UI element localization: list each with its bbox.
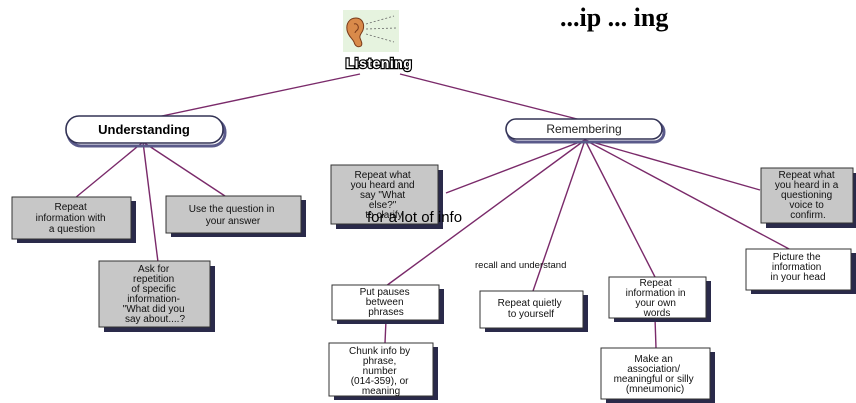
node-line: phrases xyxy=(368,307,404,318)
node-line: between xyxy=(366,297,404,308)
node-line: information with xyxy=(36,213,106,224)
node-line: information- xyxy=(127,294,180,305)
edge-label-recall: recall and understand xyxy=(475,260,566,271)
ear-icon xyxy=(343,10,399,52)
node-line: of specific xyxy=(131,284,175,295)
svg-text:Use the question in yo: Use the question in your answer xyxy=(189,204,277,227)
svg-text:Make an association/: Make an association/ meaningful or silly… xyxy=(614,354,697,395)
node-line: Repeat what xyxy=(355,170,411,181)
node-repeat-clarify: Repeat what you heard and say "What else… xyxy=(330,164,443,229)
node-line: you heard in a xyxy=(775,180,839,191)
node-line: your answer xyxy=(206,216,261,227)
svg-text:Repeat what you heard: Repeat what you heard in a questioning v… xyxy=(775,170,841,221)
node-line: confirm. xyxy=(790,210,826,221)
page-title: ...ip ... ing xyxy=(560,3,668,32)
node-repeat-with-question: Repeat information with a question xyxy=(11,196,136,243)
understanding-label: Understanding xyxy=(98,122,190,137)
node-line: number xyxy=(363,366,398,377)
node-ask-for-repetition: Ask for repetition of specific informati… xyxy=(98,260,215,332)
node-line: Picture the xyxy=(773,252,821,263)
remembering-label: Remembering xyxy=(546,122,621,136)
node-line: Chunk info by xyxy=(349,346,410,357)
node-use-question: Use the question in your answer xyxy=(165,195,306,237)
node-line: words xyxy=(643,308,671,319)
node-line: information xyxy=(772,262,821,273)
node-line: Put pauses xyxy=(360,287,410,298)
node-line: to clarify xyxy=(365,210,402,221)
svg-text:Repeat information in: Repeat information in your own words xyxy=(626,278,689,319)
svg-text:Picture the informatio: Picture the information in your head xyxy=(770,252,825,283)
node-line: Repeat xyxy=(54,202,86,213)
node-line: Make an xyxy=(634,354,672,365)
svg-text:Put pauses between: Put pauses between phrases xyxy=(360,287,413,318)
node-repeat-own-words: Repeat information in your own words xyxy=(608,276,711,322)
svg-text:Chunk info by phrase,: Chunk info by phrase, number (014-359), … xyxy=(349,346,413,397)
svg-text:Repeat quietly to your: Repeat quietly to yourself xyxy=(498,298,565,320)
node-line: (014-359), or xyxy=(351,376,409,387)
node-line: Use the question in xyxy=(189,204,275,215)
node-line: in your head xyxy=(770,272,825,283)
node-line: repetition xyxy=(133,274,174,285)
node-line: Repeat what xyxy=(779,170,835,181)
node-line: say "What xyxy=(360,190,405,201)
node-put-pauses: Put pauses between phrases xyxy=(331,284,444,324)
root-label: Listening xyxy=(346,55,413,71)
remembering-node: Remembering xyxy=(505,118,666,144)
node-chunk-info: Chunk info by phrase, number (014-359), … xyxy=(328,342,438,400)
node-make-association: Make an association/ meaningful or silly… xyxy=(600,347,715,403)
node-repeat-quietly: Repeat quietly to yourself xyxy=(479,290,588,332)
svg-text:Repeat what you heard: Repeat what you heard and say "What else… xyxy=(351,170,418,221)
node-line: information in xyxy=(626,288,686,299)
node-line: Repeat xyxy=(639,278,671,289)
node-line: Repeat quietly xyxy=(498,298,562,309)
node-line: association/ xyxy=(627,364,680,375)
node-line: "What did you xyxy=(123,304,185,315)
node-line: to yourself xyxy=(508,309,554,320)
node-line: else?" xyxy=(369,200,397,211)
node-line: meaning xyxy=(362,386,400,397)
node-line: a question xyxy=(49,224,95,235)
edge-label-lot-of-info: for a lot of info xyxy=(367,209,462,226)
node-picture-information: Picture the information in your head xyxy=(745,248,856,294)
node-line: meaningful or silly xyxy=(614,374,694,385)
node-line: phrase, xyxy=(363,356,396,367)
node-repeat-questioning: Repeat what you heard in a questioning v… xyxy=(760,167,856,228)
node-line: (mneumonic) xyxy=(626,384,684,395)
svg-text:Repeat information wit: Repeat information with a question xyxy=(36,202,109,235)
node-line: your own xyxy=(635,298,676,309)
node-line: you heard and xyxy=(351,180,415,191)
node-line: voice to xyxy=(789,200,824,211)
node-line: questioning xyxy=(781,190,832,201)
node-line: say about....? xyxy=(125,314,185,325)
svg-text:Ask for repetition: Ask for repetition of specific informati… xyxy=(123,264,188,325)
understanding-node: Understanding xyxy=(65,115,227,148)
edges xyxy=(74,73,792,349)
node-line: Ask for xyxy=(138,264,170,275)
